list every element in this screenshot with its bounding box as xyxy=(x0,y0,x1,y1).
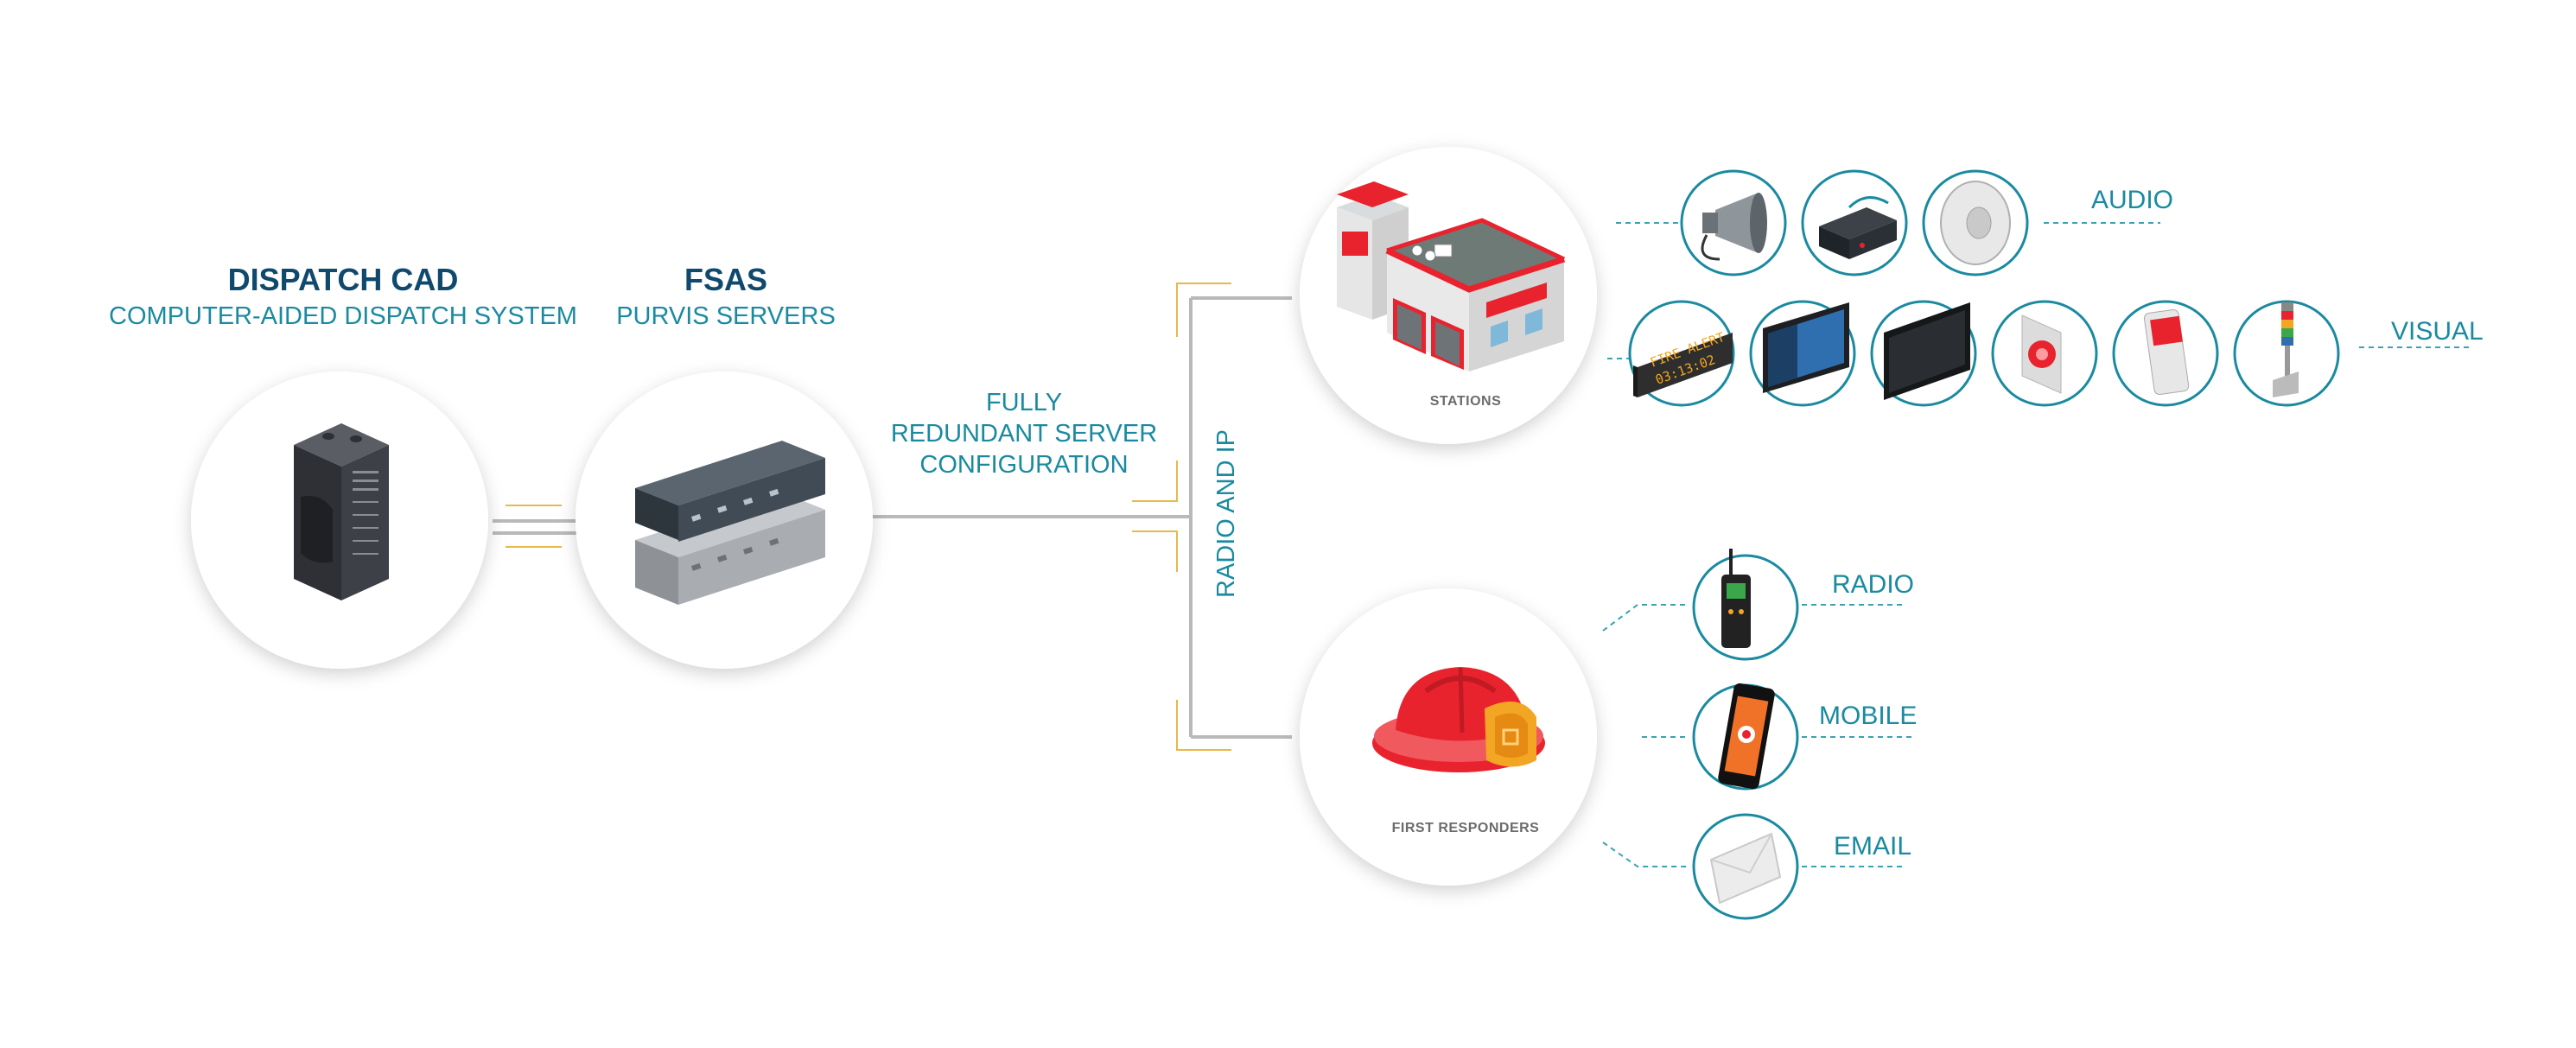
envelope-icon xyxy=(1709,832,1782,905)
redundancy-line-1: FULLY xyxy=(985,389,1063,416)
responder-devices xyxy=(1692,549,1799,920)
amplifier-icon xyxy=(1819,196,1897,259)
tv-screen-icon xyxy=(1884,302,1970,400)
horn-speaker-icon xyxy=(1701,193,1767,261)
fsas-subtitle: PURVIS SERVERS xyxy=(616,302,836,330)
computer-tower-icon xyxy=(294,423,389,600)
redundancy-line-2: REDUNDANT SERVER xyxy=(890,420,1158,448)
station-sign xyxy=(1342,232,1368,256)
two-way-radio-icon xyxy=(1721,549,1751,648)
fire-helmet-icon xyxy=(1372,667,1545,772)
visual-devices: FIRE ALERT 03:13:02 xyxy=(1628,300,2340,407)
first-responders-label: FIRST RESPONDERS xyxy=(1391,821,1540,835)
redundancy-caption: FULLY REDUNDANT SERVER CONFIGURATION xyxy=(891,387,1157,480)
email-label: EMAIL xyxy=(1834,832,1912,861)
audio-devices xyxy=(1680,169,2029,276)
ceiling-speaker-icon xyxy=(1940,181,2011,265)
alarm-beacon-icon xyxy=(2143,308,2190,396)
mobile-phone-icon xyxy=(1718,683,1775,790)
radio-and-ip-label: RADIO AND IP xyxy=(1212,429,1240,598)
channel-dashes xyxy=(1602,222,2471,867)
audio-label: AUDIO xyxy=(2091,186,2174,214)
dispatch-cad-subtitle: COMPUTER-AIDED DISPATCH SYSTEM xyxy=(109,302,577,330)
visual-label: VISUAL xyxy=(2391,317,2484,346)
radio-label: RADIO xyxy=(1832,570,1915,599)
fsas-title: FSAS xyxy=(684,262,768,297)
stack-light-icon xyxy=(2273,302,2299,397)
display-screen-icon xyxy=(1763,302,1849,393)
strobe-light-icon xyxy=(2021,314,2062,394)
connection-lines xyxy=(493,283,1292,751)
server-rack-icon xyxy=(635,441,825,605)
stations-label: STATIONS xyxy=(1429,394,1502,409)
fire-station-icon xyxy=(1337,181,1566,372)
dispatch-cad-title: DISPATCH CAD xyxy=(227,262,459,297)
redundancy-line-3: CONFIGURATION xyxy=(919,451,1129,479)
mobile-label: MOBILE xyxy=(1819,702,1918,730)
